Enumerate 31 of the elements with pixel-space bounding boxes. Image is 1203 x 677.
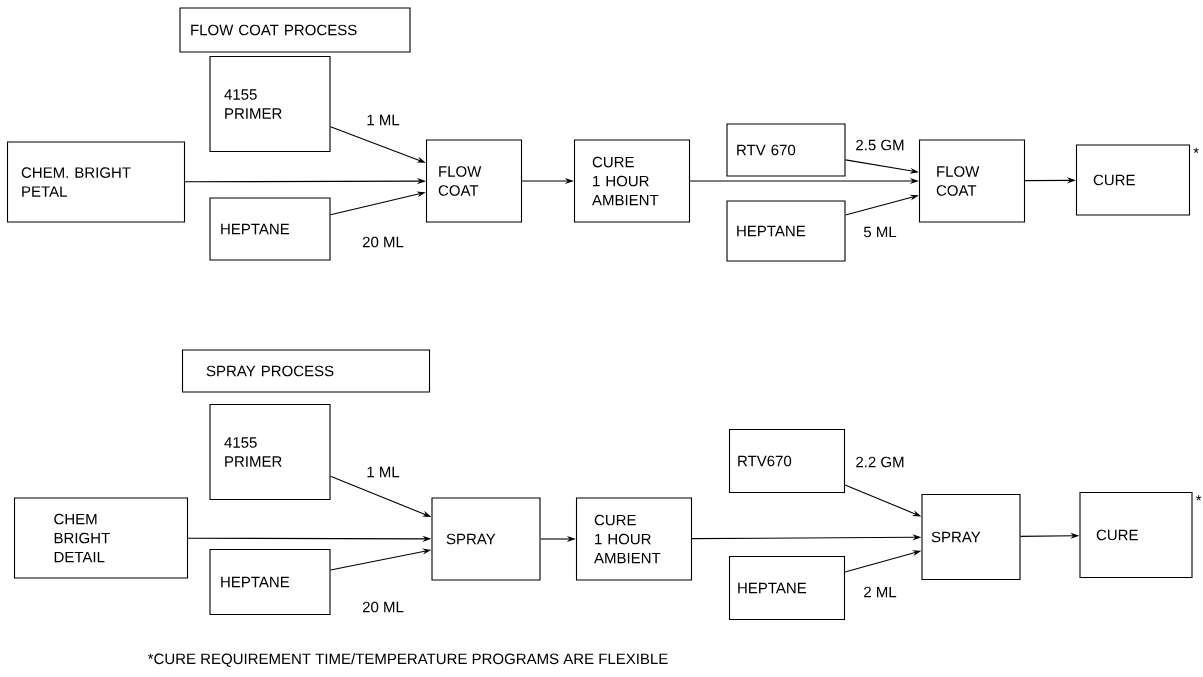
process-box: HEPTANE — [209, 548, 331, 616]
process-box: FLOW COAT — [425, 139, 523, 223]
edge-label: 20 ML — [360, 234, 406, 250]
footnote: *CURE REQUIREMENT TIME/TEMPERATURE PROGRAMS ARE FLEXIBLE — [147, 653, 668, 667]
heading-box: FLOW COAT PROCESS — [179, 7, 411, 53]
process-box: HEPTANE — [726, 200, 846, 262]
process-box: HEPTANE — [728, 555, 846, 621]
process-box: CURE 1 HOUR AMBIENT — [573, 139, 691, 223]
process-box: CHEM BRIGHT DETAIL — [13, 497, 189, 579]
process-box: RTV670 — [728, 428, 846, 494]
process-box: 4155 PRIMER — [209, 403, 331, 501]
asterisk: * — [1196, 495, 1202, 501]
edge-label: 20 ML — [360, 599, 406, 615]
process-box: CURE 1 HOUR AMBIENT — [575, 497, 693, 581]
edge-label: 5 ML — [861, 224, 899, 240]
process-box: HEPTANE — [209, 197, 331, 261]
heading-box: SPRAY PROCESS — [181, 349, 431, 393]
edge-label: 2.5 GM — [853, 137, 907, 153]
process-box: CURE — [1075, 144, 1191, 216]
process-box: RTV 670 — [726, 123, 846, 177]
edge-label: 2 ML — [861, 584, 899, 600]
process-box: 4155 PRIMER — [209, 55, 331, 153]
edge-label: 2.2 GM — [853, 454, 907, 470]
edge-label: 1 ML — [364, 464, 402, 480]
process-box: CURE — [1079, 491, 1193, 579]
process-box: SPRAY — [431, 497, 541, 581]
process-box: SPRAY — [921, 493, 1021, 581]
edge-label: 1 ML — [364, 112, 402, 128]
process-box: CHEM. BRIGHT PETAL — [6, 141, 186, 223]
asterisk: * — [1193, 147, 1199, 153]
process-box: FLOW COAT — [918, 139, 1026, 223]
